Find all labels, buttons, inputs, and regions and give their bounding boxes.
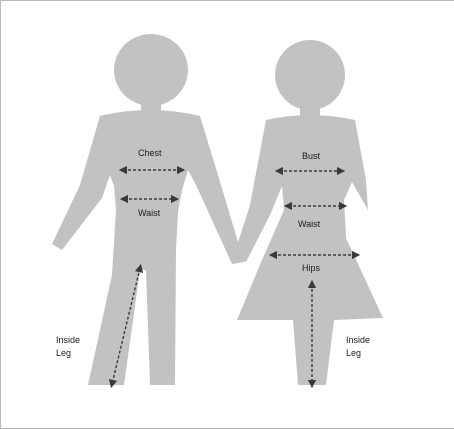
female-hips-label: Hips [302, 263, 321, 273]
female-waist-label: Waist [298, 219, 321, 229]
male-leg-label: Leg [56, 348, 71, 358]
male-head [114, 34, 188, 106]
female-figure [233, 40, 383, 385]
female-leg-label: Leg [346, 348, 361, 358]
male-chest-label: Chest [138, 148, 162, 158]
male-inside-label: Inside [56, 335, 80, 345]
female-head [275, 40, 345, 110]
female-bust-label: Bust [302, 151, 321, 161]
female-inside-label: Inside [346, 335, 370, 345]
male-waist-label: Waist [138, 208, 161, 218]
